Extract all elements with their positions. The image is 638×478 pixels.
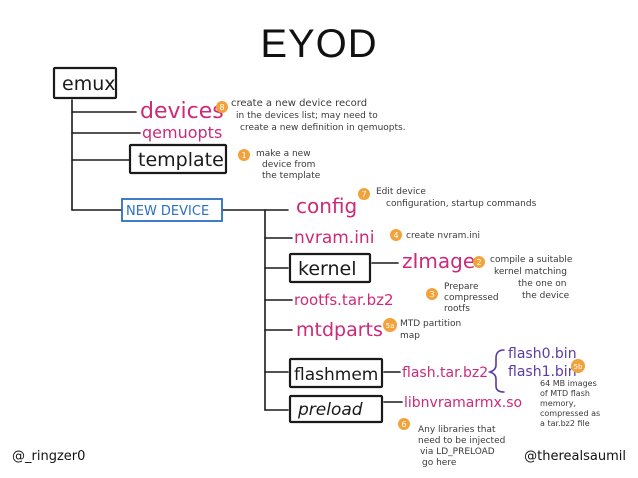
note-text: memory, — [540, 399, 576, 408]
note-text: Any libraries that — [418, 425, 496, 435]
note-text: map — [400, 331, 420, 341]
note-text: 1 — [241, 151, 246, 160]
badge-2 — [473, 256, 485, 268]
note-text: the template — [262, 171, 321, 181]
note-text: the one on — [518, 279, 566, 289]
node-flashmem: flashmem — [294, 365, 378, 385]
note-text: compressed — [444, 293, 499, 303]
note-text: create nvram.ini — [406, 231, 480, 241]
note-text: create a new definition in qemuopts. — [240, 123, 406, 133]
badge-1 — [238, 149, 250, 161]
node-rootfs: rootfs.tar.bz2 — [294, 291, 394, 309]
preload-box — [288, 394, 384, 424]
node-flash-tar: flash.tar.bz2 — [402, 365, 488, 381]
node-zimage: zImage — [402, 249, 475, 273]
note-text: 7 — [361, 190, 366, 199]
node-template: template — [138, 149, 224, 171]
note-8: 8 create a new device record in the devi… — [216, 98, 406, 133]
note-text: 5b — [574, 363, 583, 371]
badge-8 — [216, 101, 228, 113]
badge-4 — [390, 229, 402, 241]
footer-handle-right: @therealsaumil — [524, 449, 626, 464]
note-text: the device — [522, 291, 570, 301]
note-text: 4 — [393, 231, 398, 240]
note-text: go here — [422, 458, 457, 468]
note-text: via LD_PRELOAD — [420, 447, 495, 457]
note-text: MTD partition — [400, 319, 461, 329]
node-preload: preload — [297, 400, 363, 420]
note-text: Prepare — [444, 282, 479, 292]
note-text: 6 — [401, 420, 406, 429]
node-kernel: kernel — [298, 258, 357, 280]
note-text: rootfs — [444, 304, 470, 314]
node-nvram-ini: nvram.ini — [294, 228, 374, 248]
new-device-box — [121, 198, 223, 222]
emux-box — [52, 66, 118, 100]
node-devices: devices — [140, 99, 224, 124]
note-text: 8 — [219, 103, 224, 112]
node-mtdparts: mtdparts — [296, 319, 383, 341]
node-flash0: flash0.bin — [508, 346, 577, 362]
note-text: 5a — [386, 322, 395, 330]
note-text: make a new — [256, 149, 311, 159]
footer-handle-left: @_ringzer0 — [12, 449, 86, 464]
note-4: 4 create nvram.ini — [390, 229, 480, 241]
note-text: compressed as — [540, 409, 600, 418]
node-qemuopts: qemuopts — [142, 123, 222, 142]
note-text: 3 — [429, 290, 434, 299]
node-libnvram: libnvramarmx.so — [404, 395, 522, 411]
note-text: 64 MB images — [540, 379, 597, 388]
note-text: of MTD flash — [540, 389, 590, 398]
flashmem-box — [288, 357, 384, 389]
note-text: need to be injected — [418, 436, 505, 446]
note-text: create a new device record — [231, 98, 367, 109]
note-5a: 5a MTD partition map — [383, 318, 461, 341]
node-new-device: NEW DEVICE — [126, 204, 209, 219]
note-5b: 5b 64 MB images of MTD flash memory, com… — [540, 359, 600, 428]
node-config: config — [296, 194, 357, 218]
badge-5b — [571, 359, 585, 373]
badge-3 — [426, 288, 438, 300]
kernel-box — [288, 252, 372, 284]
note-7: 7 Edit device configuration, startup com… — [358, 187, 537, 209]
note-2: 2 compile a suitable kernel matching the… — [473, 255, 573, 301]
note-text: a tar.bz2 file — [540, 419, 590, 428]
badge-6 — [398, 418, 410, 430]
node-flash1: flash1.bin — [508, 364, 577, 380]
note-1: 1 make a new device from the template — [238, 149, 321, 181]
template-box — [128, 143, 228, 175]
note-3: 3 Prepare compressed rootfs — [426, 282, 499, 314]
page-title: EYOD — [260, 22, 378, 66]
note-text: in the devices list; may need to — [236, 111, 378, 121]
note-6: 6 Any libraries that need to be injected… — [398, 418, 505, 468]
note-text: configuration, startup commands — [386, 199, 537, 209]
note-text: 2 — [476, 258, 481, 267]
note-text: compile a suitable — [490, 255, 573, 265]
badge-5a — [383, 318, 397, 332]
badge-7 — [358, 188, 370, 200]
note-text: device from — [262, 160, 315, 170]
node-emux: emux — [62, 73, 115, 95]
note-text: Edit device — [376, 187, 426, 197]
note-text: kernel matching — [494, 267, 567, 277]
flash-brace — [487, 349, 505, 393]
